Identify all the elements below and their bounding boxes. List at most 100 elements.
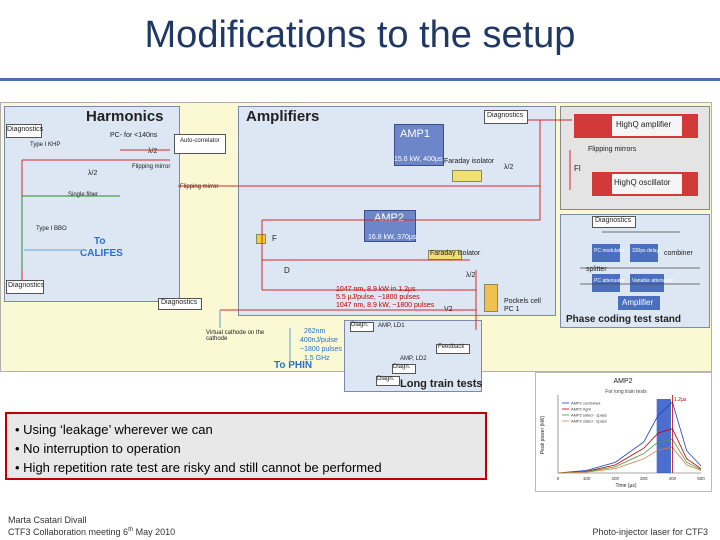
amp1-spec: 15.6 kW, 400µs [394, 156, 443, 163]
to-phin-label: To PHIN [274, 360, 313, 371]
chart-ylabel: Peak power (kW) [540, 415, 546, 454]
x-tick-label: 300 [640, 476, 648, 481]
amp1-label: AMP1 [400, 128, 430, 140]
faraday-isolator-1-label: Faraday isolator [444, 158, 495, 165]
series-line [557, 401, 702, 474]
series-line [557, 428, 702, 474]
x-tick-label: 500 [697, 476, 705, 481]
to-califes-label-2: CALIFES [80, 248, 123, 259]
d-label: D [284, 266, 290, 275]
footer-author: Marta Csatari Divall [8, 515, 87, 525]
legend-label: AMP2 sided - 2pass [571, 419, 607, 424]
legend-label: AMP2 right [571, 407, 592, 412]
amplifiers-diagnostics-label: Diagnostics [487, 112, 524, 119]
footer-meeting-text: CTF3 Collaboration meeting 6 [8, 527, 129, 537]
pc-label: PC- for <140ns [110, 132, 158, 139]
bottom-spec-2: 400nJ/pulse [300, 337, 338, 344]
delay-box [630, 244, 658, 262]
long-train-diagn-1-box [350, 322, 374, 332]
bottom-diagnostics-box [158, 298, 202, 310]
bullet-item: • Using ‘leakage’ wherever we can [15, 422, 213, 437]
typeI-bbo-label: Type I BBO [36, 226, 67, 232]
x-tick-label: 100 [583, 476, 591, 481]
highq-oscillator-label: HighQ oscillator [614, 178, 671, 187]
bullet-item: • High repetition rate test are risky an… [15, 460, 382, 475]
amplifier-box [618, 296, 660, 310]
bottom-spec-1: 262nm [304, 328, 326, 335]
chart-annotation: 1.2µs [674, 397, 687, 403]
autocorrelator-label: Auto-correlator [180, 138, 220, 144]
splitter-label: splitter [586, 266, 607, 273]
bullet-item: • No interruption to operation [15, 441, 181, 456]
legend-label: AMP2 combined [571, 401, 600, 406]
amp2-chart: AMP2 For long train tests Peak power (kW… [535, 372, 712, 492]
amplifiers-lambda-b-label: λ/2 [466, 272, 476, 279]
long-train-diagn-1: Diagn. [351, 322, 369, 328]
fibre-label: Single fiber [68, 192, 99, 198]
long-train-diagn-2: Diagn. [393, 364, 411, 370]
title-rule [0, 78, 720, 81]
pc-modulator-label: PC modulator [594, 248, 625, 254]
amplifiers-title: Amplifiers [246, 108, 320, 125]
x-tick-label: 200 [611, 476, 619, 481]
f-yellow-square [256, 234, 266, 244]
long-train-diagn-3-box [376, 376, 400, 386]
harmonics-title: Harmonics [86, 108, 164, 125]
chart-xlabel: Time (µs) [615, 483, 636, 489]
pockels-cell-box [484, 284, 498, 312]
x-tick-label: 0 [557, 476, 560, 481]
pc-attenuator-box [592, 274, 620, 292]
amplifiers-diagnostics-box [484, 110, 528, 124]
amplifiers-spec-2: 5.5 µJ/pulse, ~1800 pulses [336, 294, 420, 301]
amp2-spec: 16.8 kW, 370µs [368, 234, 417, 241]
flipping-mirror-label: Flipping mirror [180, 184, 219, 190]
phase-coding-title: Phase coding test stand [566, 314, 682, 325]
amplifiers-spec-3: 1047 nm, 8.9 kW, ~1800 pulses [336, 302, 435, 309]
bottom-diagnostics-label: Diagnostics [161, 299, 198, 306]
notes-box: • Using ‘leakage’ wherever we can • No i… [5, 412, 487, 480]
highq-amplifier-label: HighQ amplifier [616, 120, 672, 129]
harmonics-diagnostics-label: Diagnostics [7, 126, 44, 133]
variable-attenuator-box [630, 274, 664, 292]
bottom-spec-3: ~1800 pulses [300, 346, 342, 353]
harmonics-diagnostics-box [6, 124, 42, 138]
delay-label: 330ps delay [632, 248, 659, 254]
amp2-label: AMP2 [374, 212, 404, 224]
long-train-window [656, 399, 671, 473]
phase-diagnostics-label: Diagnostics [595, 217, 632, 224]
feedback-label: Feedback [438, 344, 465, 350]
footer-meeting-sup: th [128, 527, 134, 533]
amp2-chart-svg: AMP2 For long train tests Peak power (kW… [540, 378, 705, 489]
footer-meeting-end: May 2010 [133, 527, 176, 537]
footer-right: Photo-injector laser for CTF3 [592, 527, 708, 537]
flipping-mirror-small-label: Flipping mirror [132, 164, 171, 170]
chart-subtitle: For long train tests [605, 389, 647, 395]
fl-label: Fl [574, 164, 581, 173]
faraday-isolator-1-box [452, 170, 482, 182]
beam-paths [21, 119, 700, 362]
amplifiers-lambda-label: λ/2 [504, 164, 514, 171]
harmonics-lambda-a: λ/2 [88, 170, 98, 177]
feedback-box [436, 344, 470, 354]
slide-title: Modifications to the setup [144, 14, 576, 56]
typeI-khp-label: Type I KHP [30, 142, 61, 148]
highq-amplifier-inner [612, 116, 682, 136]
harmonics-diagnostics-bottom-label: Diagnostics [8, 282, 45, 289]
footer-meeting: CTF3 Collaboration meeting 6th May 2010 [8, 527, 175, 537]
amplifier-label: Amplifier [622, 298, 654, 307]
bottom-spec-4: 1.5 GHz [304, 355, 330, 362]
to-califes-label-1: To [94, 236, 106, 247]
harmonics-panel [4, 106, 180, 302]
pc1-label: PC 1 [504, 306, 520, 313]
autocorrelator-box [174, 134, 226, 154]
harmonics-lambda-b: λ/2 [148, 148, 158, 155]
highq-oscillator-inner [612, 174, 682, 194]
long-train-amp-label: AMP, LD1 [378, 323, 405, 329]
long-train-title: Long train tests [400, 378, 483, 390]
f-label: F [272, 234, 277, 243]
amp1-box [394, 124, 444, 166]
x-tick-label: 400 [669, 476, 677, 481]
optical-setup-diagram: Harmonics Diagnostics Type I KHP PC- for… [0, 100, 712, 400]
legend-label: AMP2 sided - 1pass [571, 413, 607, 418]
series-line [557, 446, 702, 474]
